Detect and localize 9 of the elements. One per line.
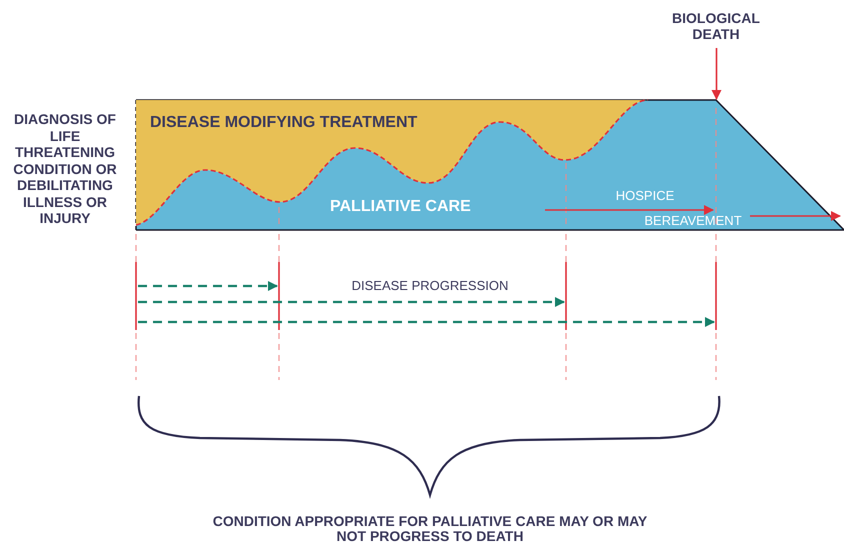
arrow-label: DISEASE PROGRESSION — [350, 278, 510, 293]
arrow-label: BEREAVEMENT — [643, 213, 743, 228]
arrow-label: HOSPICE — [614, 188, 676, 203]
region-label: DISEASE MODIFYING TREATMENT — [150, 114, 418, 132]
region-label: PALLIATIVE CARE — [330, 198, 471, 216]
diagnosis-label: DIAGNOSIS OF LIFE THREATENING CONDITION OR DEBILITATING ILLNESS OR INJURY — [4, 102, 126, 236]
event-label: BIOLOGICAL DEATH — [655, 8, 777, 44]
caption-text: CONDITION APPROPRIATE FOR PALLIATIVE CARE MAY OR MAY NOT PROGRESS TO DEATH — [212, 514, 648, 544]
arrow — [712, 48, 722, 100]
